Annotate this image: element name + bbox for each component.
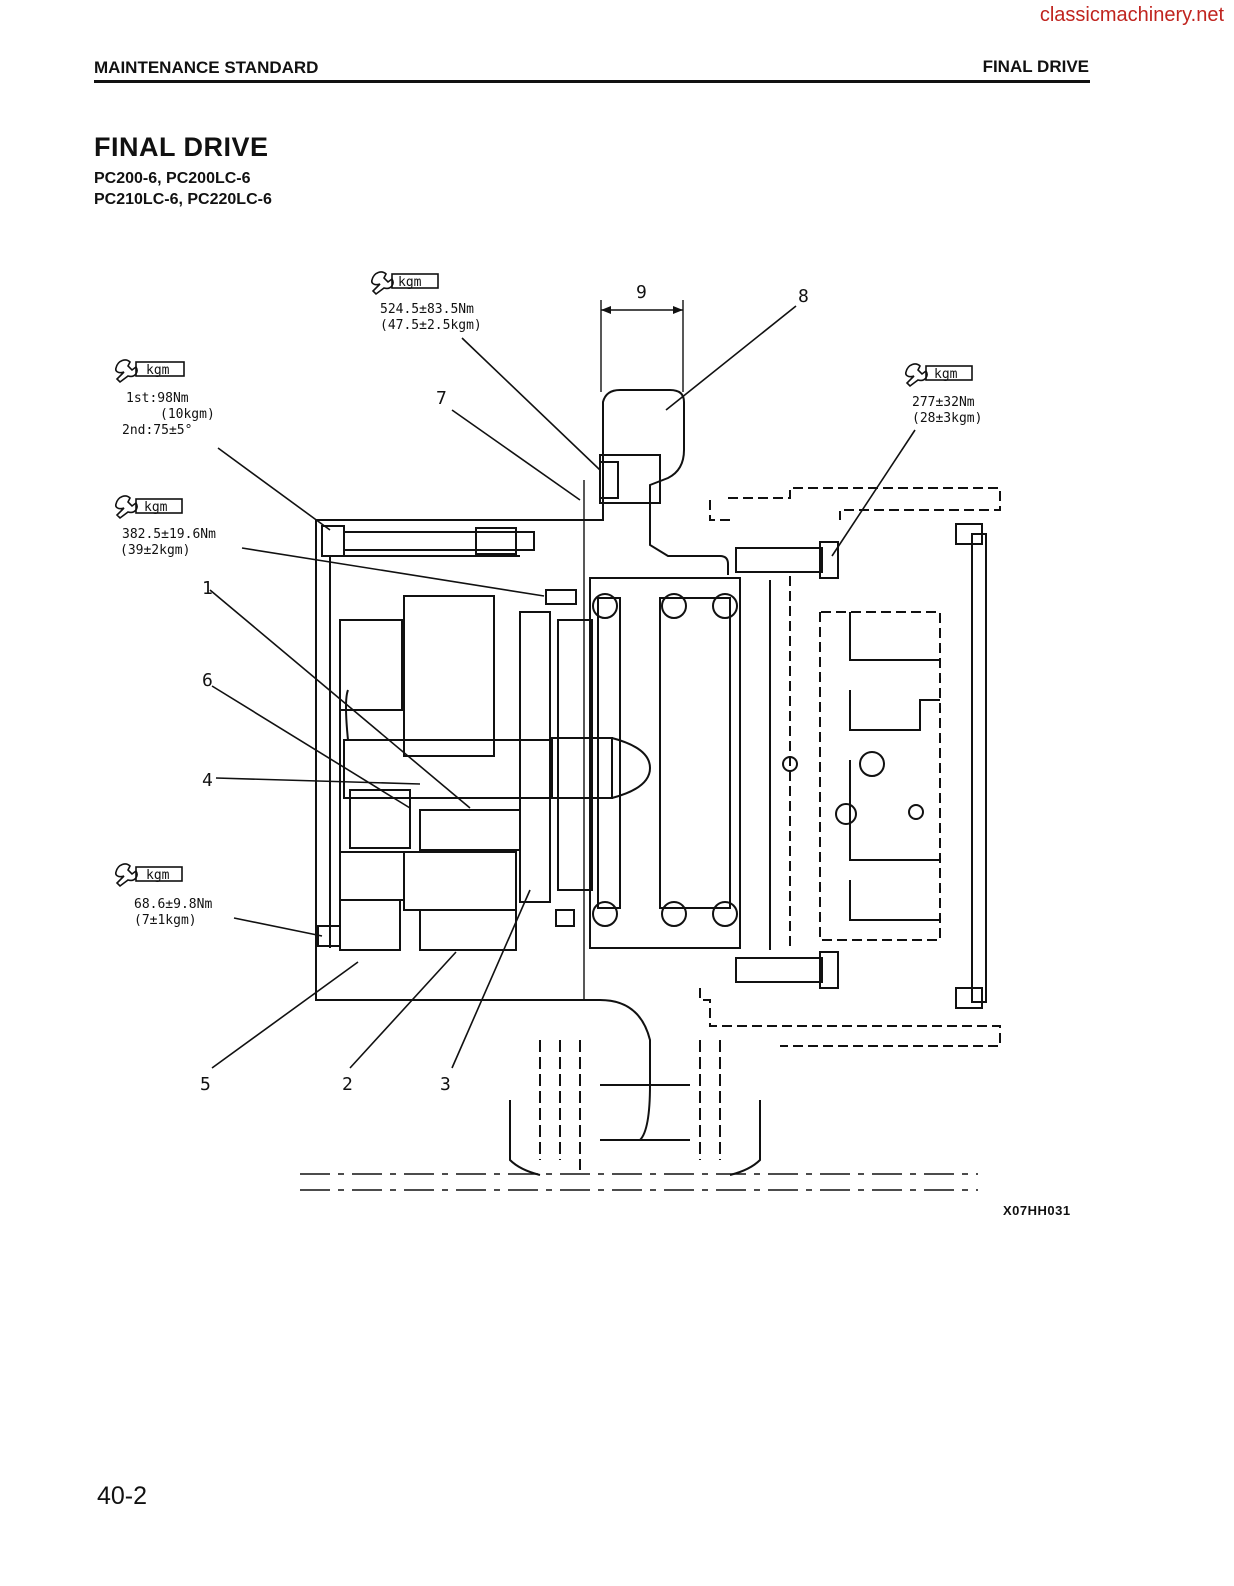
leader-line — [666, 306, 796, 410]
torque-spec: kgm 524.5±83.5Nm (47.5±2.5kgm) — [372, 272, 482, 333]
leader-line — [832, 430, 915, 556]
wrench-icon — [116, 496, 137, 518]
torque-spec: kgm 68.6±9.8Nm (7±1kgm) — [116, 864, 213, 928]
torque-value: (47.5±2.5kgm) — [380, 318, 482, 333]
leader-line — [452, 410, 580, 500]
leader-line — [212, 962, 358, 1068]
torque-unit: kgm — [146, 363, 170, 378]
torque-value: (7±1kgm) — [134, 913, 197, 928]
torque-unit: kgm — [144, 500, 168, 515]
torque-unit: kgm — [398, 275, 422, 290]
callout-7: 7 — [436, 388, 447, 409]
wrench-icon — [372, 272, 393, 294]
torque-value: (39±2kgm) — [120, 543, 190, 558]
callout-9: 9 — [636, 282, 647, 303]
torque-spec: kgm 277±32Nm (28±3kgm) — [906, 364, 983, 426]
torque-value: 2nd:75±5° — [122, 423, 192, 438]
torque-value: 277±32Nm — [912, 395, 975, 410]
callout-5: 5 — [200, 1074, 211, 1095]
callout-4: 4 — [202, 770, 213, 791]
leader-line — [218, 448, 330, 530]
torque-unit: kgm — [146, 868, 170, 883]
leader-line — [212, 686, 410, 808]
leader-line — [216, 778, 420, 784]
wrench-icon — [906, 364, 927, 386]
leader-line — [452, 890, 530, 1068]
leader-line — [234, 918, 322, 936]
torque-spec: kgm 382.5±19.6Nm (39±2kgm) — [116, 496, 216, 558]
figure-code: X07HH031 — [1003, 1203, 1071, 1218]
callout-1: 1 — [202, 578, 213, 599]
callout-3: 3 — [440, 1074, 451, 1095]
leader-line — [462, 338, 600, 470]
torque-value: 68.6±9.8Nm — [134, 897, 212, 912]
torque-value: 524.5±83.5Nm — [380, 302, 474, 317]
torque-value: (28±3kgm) — [912, 411, 982, 426]
torque-unit: kgm — [934, 367, 958, 382]
torque-value: (10kgm) — [160, 407, 215, 422]
callout-8: 8 — [798, 286, 809, 307]
page-number: 40-2 — [97, 1482, 147, 1511]
torque-spec: kgm 1st:98Nm (10kgm) 2nd:75±5° — [116, 360, 215, 438]
torque-value: 1st:98Nm — [126, 391, 189, 406]
wrench-icon — [116, 864, 137, 886]
leader-line — [350, 952, 456, 1068]
callout-2: 2 — [342, 1074, 353, 1095]
torque-value: 382.5±19.6Nm — [122, 527, 216, 542]
callout-6: 6 — [202, 670, 213, 691]
wrench-icon — [116, 360, 137, 382]
